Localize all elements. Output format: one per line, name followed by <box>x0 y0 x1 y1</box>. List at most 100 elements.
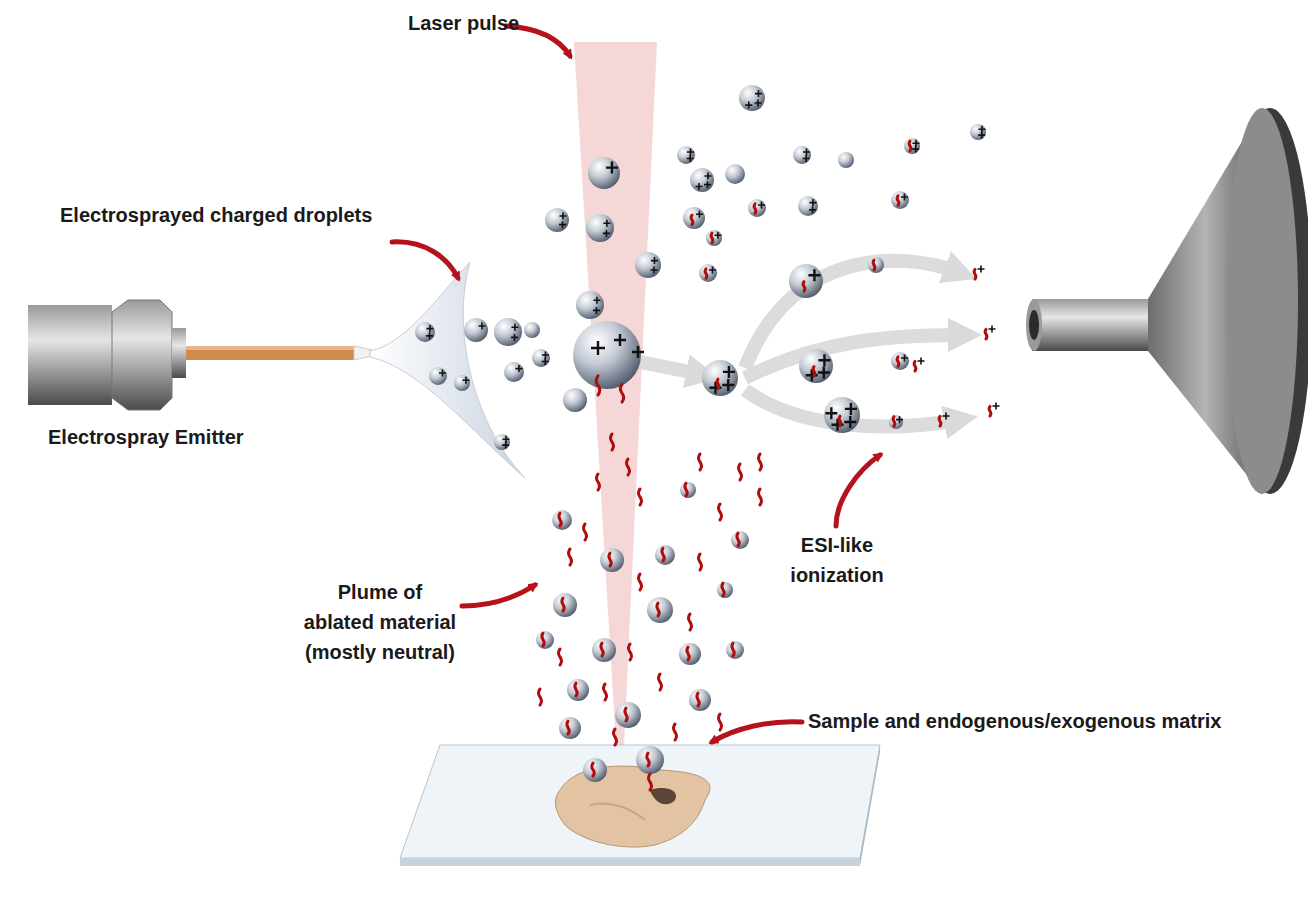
charge-sign <box>603 230 610 237</box>
charge-sign <box>687 148 694 155</box>
charge-sign <box>511 334 518 341</box>
charge-sign <box>912 146 919 153</box>
droplet <box>689 689 711 711</box>
droplet <box>868 257 884 273</box>
callout-label: Electrosprayed charged droplets <box>60 200 372 230</box>
droplet <box>592 638 616 662</box>
analyte-molecule <box>813 367 815 377</box>
analyte-molecule <box>575 683 577 696</box>
analyte-molecule <box>914 361 916 371</box>
droplet <box>683 207 705 229</box>
analyte-molecule <box>739 464 742 480</box>
charge-sign <box>462 377 469 384</box>
analyte-molecule <box>604 684 607 700</box>
analyte-molecule <box>611 434 614 450</box>
droplet <box>454 375 470 391</box>
analyte-molecule <box>625 708 627 721</box>
droplet <box>798 196 818 216</box>
droplet <box>679 643 701 665</box>
droplet <box>553 593 577 617</box>
charge-sign <box>651 257 658 264</box>
droplet <box>680 482 696 498</box>
charge-sign <box>809 206 816 213</box>
charge-sign <box>439 369 446 376</box>
analyte-molecule <box>722 583 724 596</box>
charge-sign <box>593 297 600 304</box>
droplet <box>415 322 435 342</box>
droplet <box>524 322 540 338</box>
laser-beam <box>574 42 657 745</box>
droplet <box>559 717 581 739</box>
charge-sign <box>632 346 644 358</box>
droplet <box>494 318 522 346</box>
analyte-molecule <box>759 454 762 470</box>
analyte-molecule <box>567 721 569 734</box>
droplet <box>573 321 641 389</box>
analyte-molecule <box>629 644 632 660</box>
ms-inlet <box>1026 108 1308 494</box>
charge-sign <box>696 211 703 218</box>
charge-sign <box>803 155 810 162</box>
analyte-molecule <box>974 269 976 279</box>
droplet <box>576 291 604 319</box>
analyte-molecule <box>659 674 662 690</box>
charge-sign <box>803 148 810 155</box>
analyte-molecule <box>717 379 719 389</box>
charge-sign <box>818 354 830 366</box>
analyte-molecule <box>737 533 739 546</box>
charge-sign <box>809 199 816 206</box>
droplet <box>532 349 550 367</box>
leader-arrows <box>392 26 880 742</box>
analyte-molecule <box>909 141 911 151</box>
charge-sign <box>515 365 522 372</box>
charge-sign <box>511 324 518 331</box>
callout-label: Plume of ablated material (mostly neutra… <box>300 577 460 667</box>
charge-sign <box>714 232 721 239</box>
droplet <box>731 531 749 549</box>
charge-sign <box>542 351 549 358</box>
droplet <box>824 397 860 433</box>
analyte-molecule <box>639 574 642 590</box>
analyte-molecule <box>614 729 617 745</box>
droplet <box>552 510 572 530</box>
charge-sign <box>755 90 762 97</box>
analyte-molecule <box>699 454 702 470</box>
analyte-molecule <box>839 416 841 426</box>
analyte-molecule <box>609 553 611 566</box>
droplet <box>891 352 909 370</box>
analyte-molecule <box>759 489 762 505</box>
droplet <box>793 146 811 164</box>
droplet <box>647 597 673 623</box>
analyte-molecule <box>627 459 630 475</box>
charge-sign <box>687 155 694 162</box>
analyte-molecule <box>699 554 702 570</box>
charge-sign <box>896 416 903 423</box>
analyte-molecule <box>893 417 895 427</box>
charge-sign <box>502 442 509 449</box>
analyte-molecule <box>689 614 692 630</box>
charge-sign <box>845 403 857 415</box>
analyte-molecule <box>989 406 991 416</box>
analyte-molecule <box>685 483 687 496</box>
charge-sign <box>754 100 761 107</box>
analyte-molecule <box>697 693 699 706</box>
droplets <box>415 85 1000 790</box>
droplet <box>600 548 624 572</box>
analyte-molecule <box>596 376 600 395</box>
analyte-molecule <box>662 548 664 561</box>
analyte-molecule <box>897 357 899 367</box>
charge-sign <box>542 358 549 365</box>
charge-sign <box>993 403 1000 410</box>
droplet <box>789 264 823 298</box>
charge-sign <box>591 341 605 355</box>
charge-sign <box>709 266 716 273</box>
droplet <box>536 631 554 649</box>
charge-sign <box>943 413 950 420</box>
charge-sign <box>426 325 433 332</box>
droplet <box>739 85 765 111</box>
callout-label: Electrospray Emitter <box>48 422 244 452</box>
droplet <box>706 230 722 246</box>
charge-sign <box>696 183 703 190</box>
droplet <box>588 157 620 189</box>
